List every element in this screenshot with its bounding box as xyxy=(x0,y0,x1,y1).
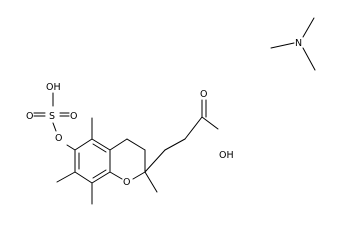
chromanol-sulfate-molecule: OH S O O O O O OH xyxy=(26,82,234,205)
sulfate-oh-label: OH xyxy=(46,82,61,93)
ring-bond-c5-c6 xyxy=(74,138,93,151)
nitrogen-label: N xyxy=(295,38,302,49)
bond-c6-ester-o xyxy=(66,144,76,151)
sulfate-oxo-o-right-label: O xyxy=(70,111,77,122)
ring-bond-c8-c8a xyxy=(91,171,111,184)
bond-c4a-c4 xyxy=(109,138,128,151)
bond-c7-methyl xyxy=(56,171,76,183)
ring-bond-c7-c8 xyxy=(74,171,93,184)
bond-c2-ch2-a xyxy=(144,149,166,173)
bond-n-methyl-bottom xyxy=(302,47,316,71)
ester-oxygen-label: O xyxy=(55,133,62,144)
aromatic-ring xyxy=(74,138,111,184)
pyran-ring xyxy=(109,138,146,180)
sulfur-label: S xyxy=(49,111,55,122)
ring-double-bond-c4a-c5 xyxy=(92,143,107,153)
methyl-groups xyxy=(56,117,158,205)
bond-n-methyl-left xyxy=(270,42,295,49)
bond-c2-o1 xyxy=(132,171,146,180)
bond-c2-methyl xyxy=(144,171,158,193)
acid-oxo-oxygen-label: O xyxy=(200,89,207,100)
ring-bond-c4a-c5 xyxy=(91,138,111,151)
ring-oxygen-label: O xyxy=(123,177,130,188)
sulfate-oxo-o-left-label: O xyxy=(26,111,33,122)
bond-c4-c3 xyxy=(126,138,146,151)
acid-oh-label: OH xyxy=(219,150,234,161)
bond-ch2-a-ch2-b xyxy=(164,138,186,151)
bond-cooh-oh xyxy=(201,116,219,130)
bond-ester-o-s xyxy=(52,122,57,132)
trimethylamine-molecule: N xyxy=(270,17,316,71)
propanoic-acid-chain: O OH xyxy=(144,89,234,173)
sulfate-group: OH S O O O xyxy=(26,82,77,151)
chemical-structure-diagram: N xyxy=(26,17,316,205)
bond-n-methyl-top xyxy=(302,17,315,38)
bond-o1-c8a xyxy=(109,171,123,180)
bond-ch2-b-cooh xyxy=(184,116,203,140)
ring-double-bond-c8-c8a xyxy=(92,169,107,179)
